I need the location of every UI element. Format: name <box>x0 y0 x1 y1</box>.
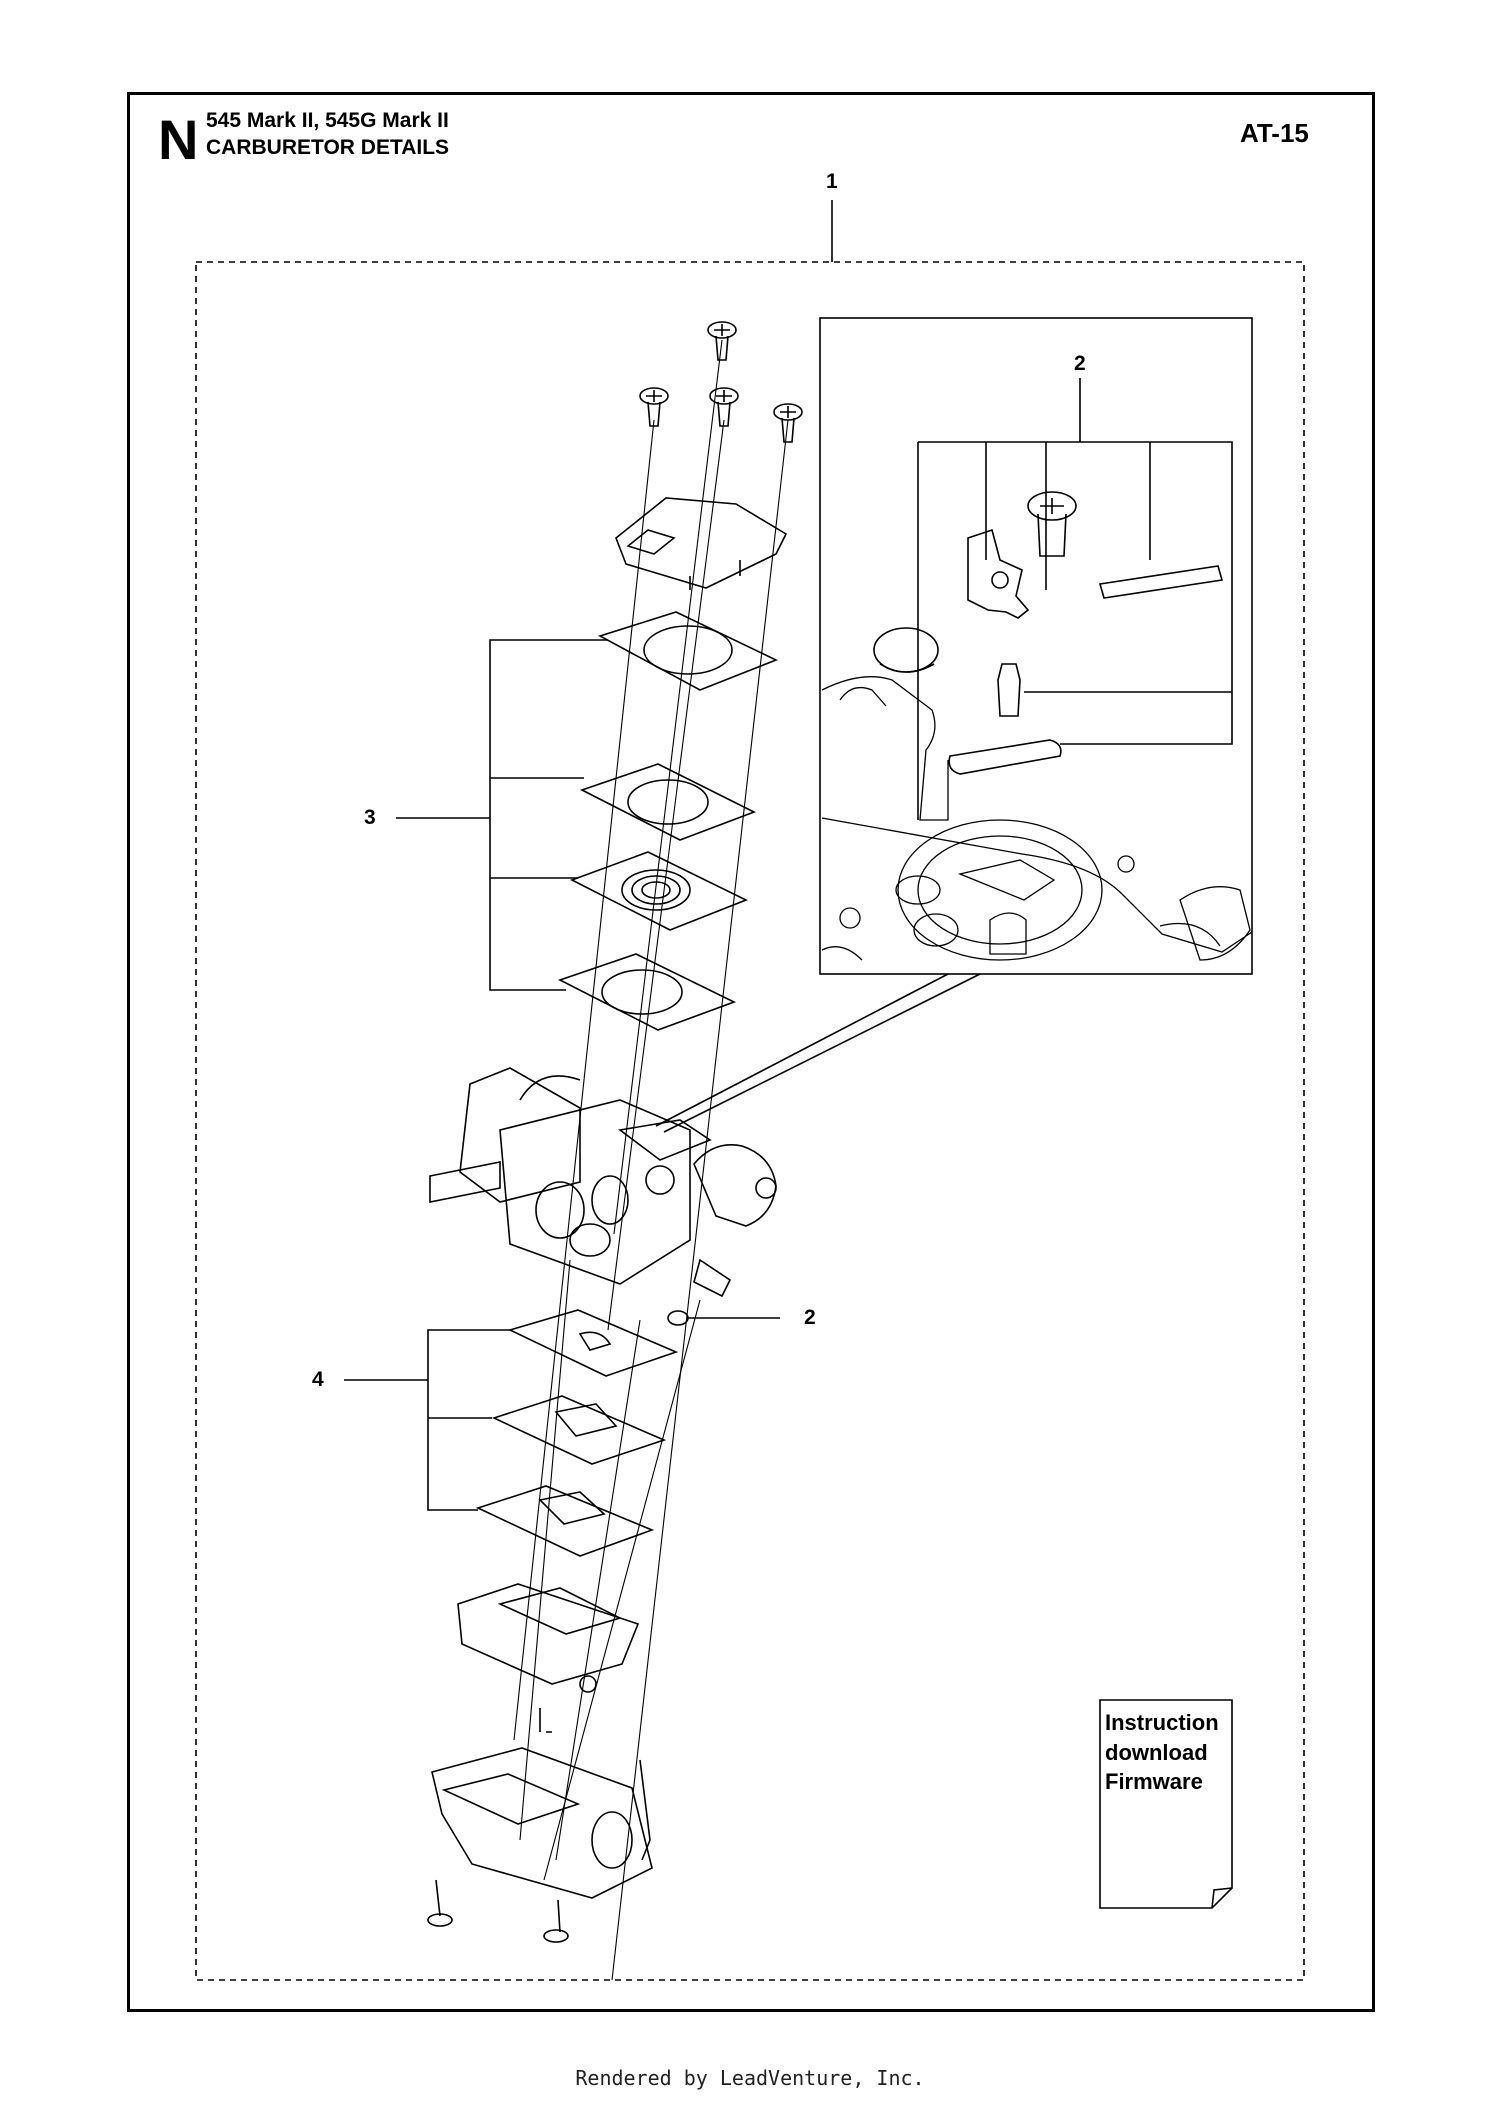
section-letter: N <box>158 108 199 171</box>
metering-gasket-3 <box>475 1485 655 1557</box>
assembly-dashed-box <box>195 261 1305 1981</box>
metering-cover <box>457 1583 640 1733</box>
inset-pin <box>1098 565 1224 599</box>
inset-carburetor-body <box>821 676 1253 961</box>
callout-1: 1 <box>826 170 838 193</box>
inset-detail-box <box>819 317 1253 975</box>
pump-diaphragm <box>570 851 748 931</box>
metering-gasket-1 <box>507 1309 679 1377</box>
section-title: CARBURETOR DETAILS <box>206 136 450 159</box>
document-icon <box>1099 1699 1233 1909</box>
pump-gasket-1 <box>597 611 778 691</box>
inset-screw <box>1027 491 1077 557</box>
inset-lever <box>967 528 1030 619</box>
screw-top-3 <box>709 387 739 427</box>
page-code: AT-15 <box>1240 118 1309 148</box>
pump-gasket-3 <box>557 953 737 1031</box>
pump-gasket-2 <box>579 763 756 841</box>
air-cover <box>431 1747 653 1899</box>
screw-top-2 <box>639 387 669 427</box>
inset-needle <box>997 663 1021 717</box>
screw-top-4 <box>773 403 803 443</box>
callout-4: 4 <box>312 1368 324 1391</box>
inset-dome <box>873 627 939 673</box>
document-note-line-3: Firmware <box>1105 1769 1203 1795</box>
diagram-frame <box>127 92 1375 2012</box>
callout-2-body: 2 <box>804 1306 816 1329</box>
exploded-axis-lines <box>513 339 789 1981</box>
callout-2-inset: 2 <box>1074 352 1086 375</box>
document-note-line-2: download <box>1105 1739 1208 1765</box>
document-note: Instruction download Firmware <box>1105 1708 1233 1797</box>
metering-gasket-2 <box>491 1395 667 1465</box>
inset-stick <box>948 739 1062 775</box>
screw-bottom-2 <box>543 1899 569 1943</box>
model-title: 545 Mark II, 545G Mark II <box>206 109 449 132</box>
footer-credit: Rendered by LeadVenture, Inc. <box>575 2066 925 2090</box>
document-note-line-1: Instruction <box>1105 1710 1219 1735</box>
screw-top-1 <box>707 321 737 361</box>
carburetor-body <box>429 1067 777 1298</box>
screw-bottom-1 <box>427 1879 453 1927</box>
pump-cover <box>615 497 788 590</box>
callout-3: 3 <box>364 806 376 829</box>
